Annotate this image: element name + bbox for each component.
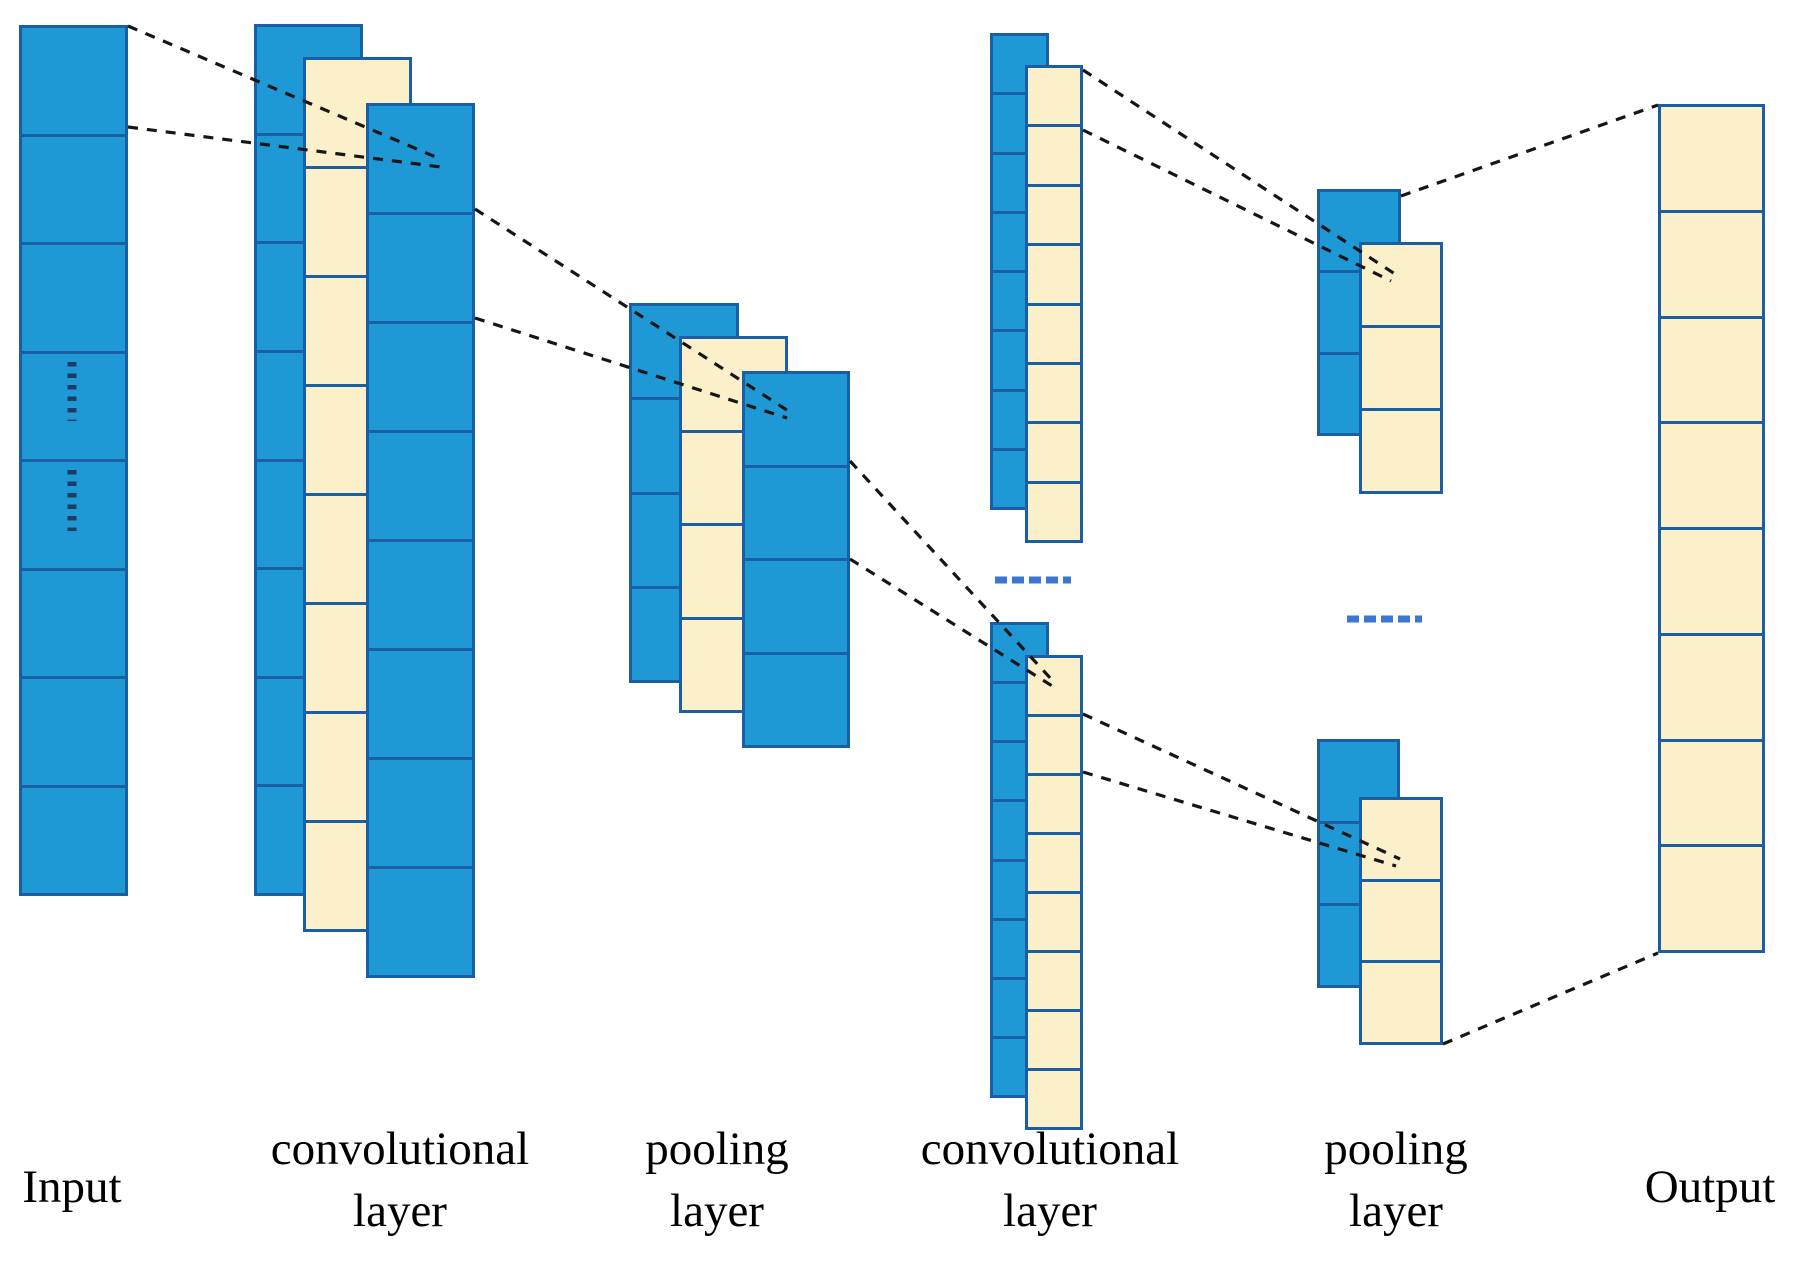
column-pool1-front	[742, 371, 850, 748]
cell-input-5	[22, 459, 125, 568]
cell-conv2-top-blue-4	[993, 210, 1046, 270]
cell-conv2-top-cream-4	[1028, 243, 1080, 302]
cell-conv2-bot-blue-3	[993, 740, 1046, 799]
pooling-layer-1-label-line1: pooling	[645, 1123, 789, 1175]
cell-pool1-front-4	[745, 651, 847, 746]
cell-conv1-middle-7	[306, 711, 409, 820]
column-pool2-top-cream	[1359, 242, 1443, 494]
cell-conv2-bot-cream-4	[1028, 832, 1080, 891]
cell-input-3	[22, 242, 125, 351]
cell-conv2-bot-cream-1	[1028, 658, 1080, 714]
cell-conv2-top-blue-5	[993, 270, 1046, 329]
cell-conv1-front-8	[369, 866, 472, 975]
cell-output-4	[1661, 421, 1762, 527]
cell-pool1-front-2	[745, 464, 847, 559]
cell-conv1-middle-3	[306, 275, 409, 384]
conv-layer-1-label: convolutional layer	[271, 1118, 529, 1242]
cell-pool1-middle-4	[682, 616, 785, 711]
cell-pool2-top-cream-1	[1362, 245, 1440, 325]
cell-pool2-bot-blue-3	[1320, 903, 1397, 985]
cell-conv1-middle-6	[306, 602, 409, 711]
cell-pool1-front-1	[745, 374, 847, 465]
cell-conv2-bot-cream-2	[1028, 714, 1080, 773]
cell-input-8	[22, 784, 125, 894]
conv-layer-1-label-line1: convolutional	[270, 1123, 530, 1175]
cell-conv2-top-cream-7	[1028, 421, 1080, 480]
cell-conv2-top-blue-2	[993, 92, 1046, 151]
cell-conv2-bot-cream-5	[1028, 891, 1080, 950]
cell-conv1-front-3	[369, 321, 472, 430]
cell-output-7	[1661, 738, 1762, 845]
column-conv1-front	[366, 103, 475, 978]
cell-conv1-front-7	[369, 757, 472, 866]
cell-output-3	[1661, 315, 1762, 422]
cell-conv2-top-blue-7	[993, 388, 1046, 448]
cell-conv1-middle-5	[306, 493, 409, 602]
cell-output-1	[1661, 107, 1762, 210]
cell-input-6	[22, 567, 125, 677]
cell-conv1-front-6	[369, 648, 472, 757]
column-conv2-bot-cream	[1025, 655, 1083, 1130]
cell-conv2-bot-blue-4	[993, 799, 1046, 858]
cell-conv2-top-blue-3	[993, 151, 1046, 211]
cell-pool1-middle-2	[682, 429, 785, 524]
cell-conv1-front-2	[369, 212, 472, 321]
cell-input-7	[22, 676, 125, 785]
cell-conv2-bot-blue-5	[993, 858, 1046, 918]
cell-input-4	[22, 350, 125, 460]
cell-conv2-bot-blue-8	[993, 1035, 1046, 1095]
pooling-layer-1-label-line2: layer	[670, 1185, 764, 1237]
conv-layer-2-label-line1: convolutional	[920, 1123, 1180, 1175]
column-input	[19, 25, 128, 896]
cell-output-6	[1661, 632, 1762, 739]
conv-layer-2-label: convolutional layer	[921, 1118, 1179, 1242]
cell-conv2-bot-blue-7	[993, 976, 1046, 1036]
column-conv2-top-cream	[1025, 65, 1083, 543]
cell-conv1-front-5	[369, 539, 472, 648]
cell-output-2	[1661, 209, 1762, 316]
cell-conv2-bot-cream-7	[1028, 1009, 1080, 1068]
cell-conv2-bot-cream-8	[1028, 1068, 1080, 1127]
cell-pool2-bot-cream-3	[1362, 960, 1440, 1042]
input-label: Input	[22, 1161, 122, 1213]
cell-conv2-top-cream-3	[1028, 183, 1080, 243]
conv-layer-2-label-line2: layer	[1003, 1185, 1097, 1237]
cell-conv1-front-1	[369, 106, 472, 212]
pooling-layer-2-label-line1: pooling	[1324, 1123, 1468, 1175]
cell-pool2-top-cream-2	[1362, 325, 1440, 408]
conv-layer-1-label-line2: layer	[353, 1185, 447, 1237]
cell-pool2-bot-cream-2	[1362, 878, 1440, 961]
cell-pool2-bot-cream-1	[1362, 800, 1440, 879]
cell-input-1	[22, 28, 125, 134]
cell-conv2-bot-blue-6	[993, 917, 1046, 977]
cell-conv2-top-blue-8	[993, 447, 1046, 507]
output-label: Output	[1644, 1161, 1776, 1213]
cell-conv1-middle-8	[306, 820, 409, 929]
cell-output-5	[1661, 527, 1762, 633]
cell-conv2-top-cream-5	[1028, 302, 1080, 362]
cell-input-2	[22, 133, 125, 243]
cell-conv2-top-cream-2	[1028, 124, 1080, 183]
cell-conv2-top-cream-8	[1028, 480, 1080, 540]
cell-conv1-front-4	[369, 430, 472, 539]
cell-conv1-middle-4	[306, 384, 409, 493]
column-output	[1658, 104, 1765, 953]
cell-pool1-front-3	[745, 558, 847, 652]
cell-pool2-top-cream-3	[1362, 408, 1440, 491]
connection-line-pool2-to-output-b	[1442, 951, 1659, 1046]
pooling-layer-2-label: pooling layer	[1324, 1118, 1468, 1242]
pooling-layer-1-label: pooling layer	[645, 1118, 789, 1242]
cell-conv2-bot-cream-6	[1028, 950, 1080, 1009]
pooling-layer-2-label-line2: layer	[1349, 1185, 1443, 1237]
cell-conv2-top-cream-6	[1028, 361, 1080, 421]
cell-conv2-top-cream-1	[1028, 68, 1080, 124]
cell-pool1-middle-3	[682, 523, 785, 617]
cell-output-8	[1661, 844, 1762, 950]
cell-conv2-top-blue-6	[993, 329, 1046, 388]
column-pool2-bot-cream	[1359, 797, 1443, 1045]
cell-conv2-bot-cream-3	[1028, 773, 1080, 832]
connection-line-pool2-to-output-a	[1400, 103, 1659, 198]
